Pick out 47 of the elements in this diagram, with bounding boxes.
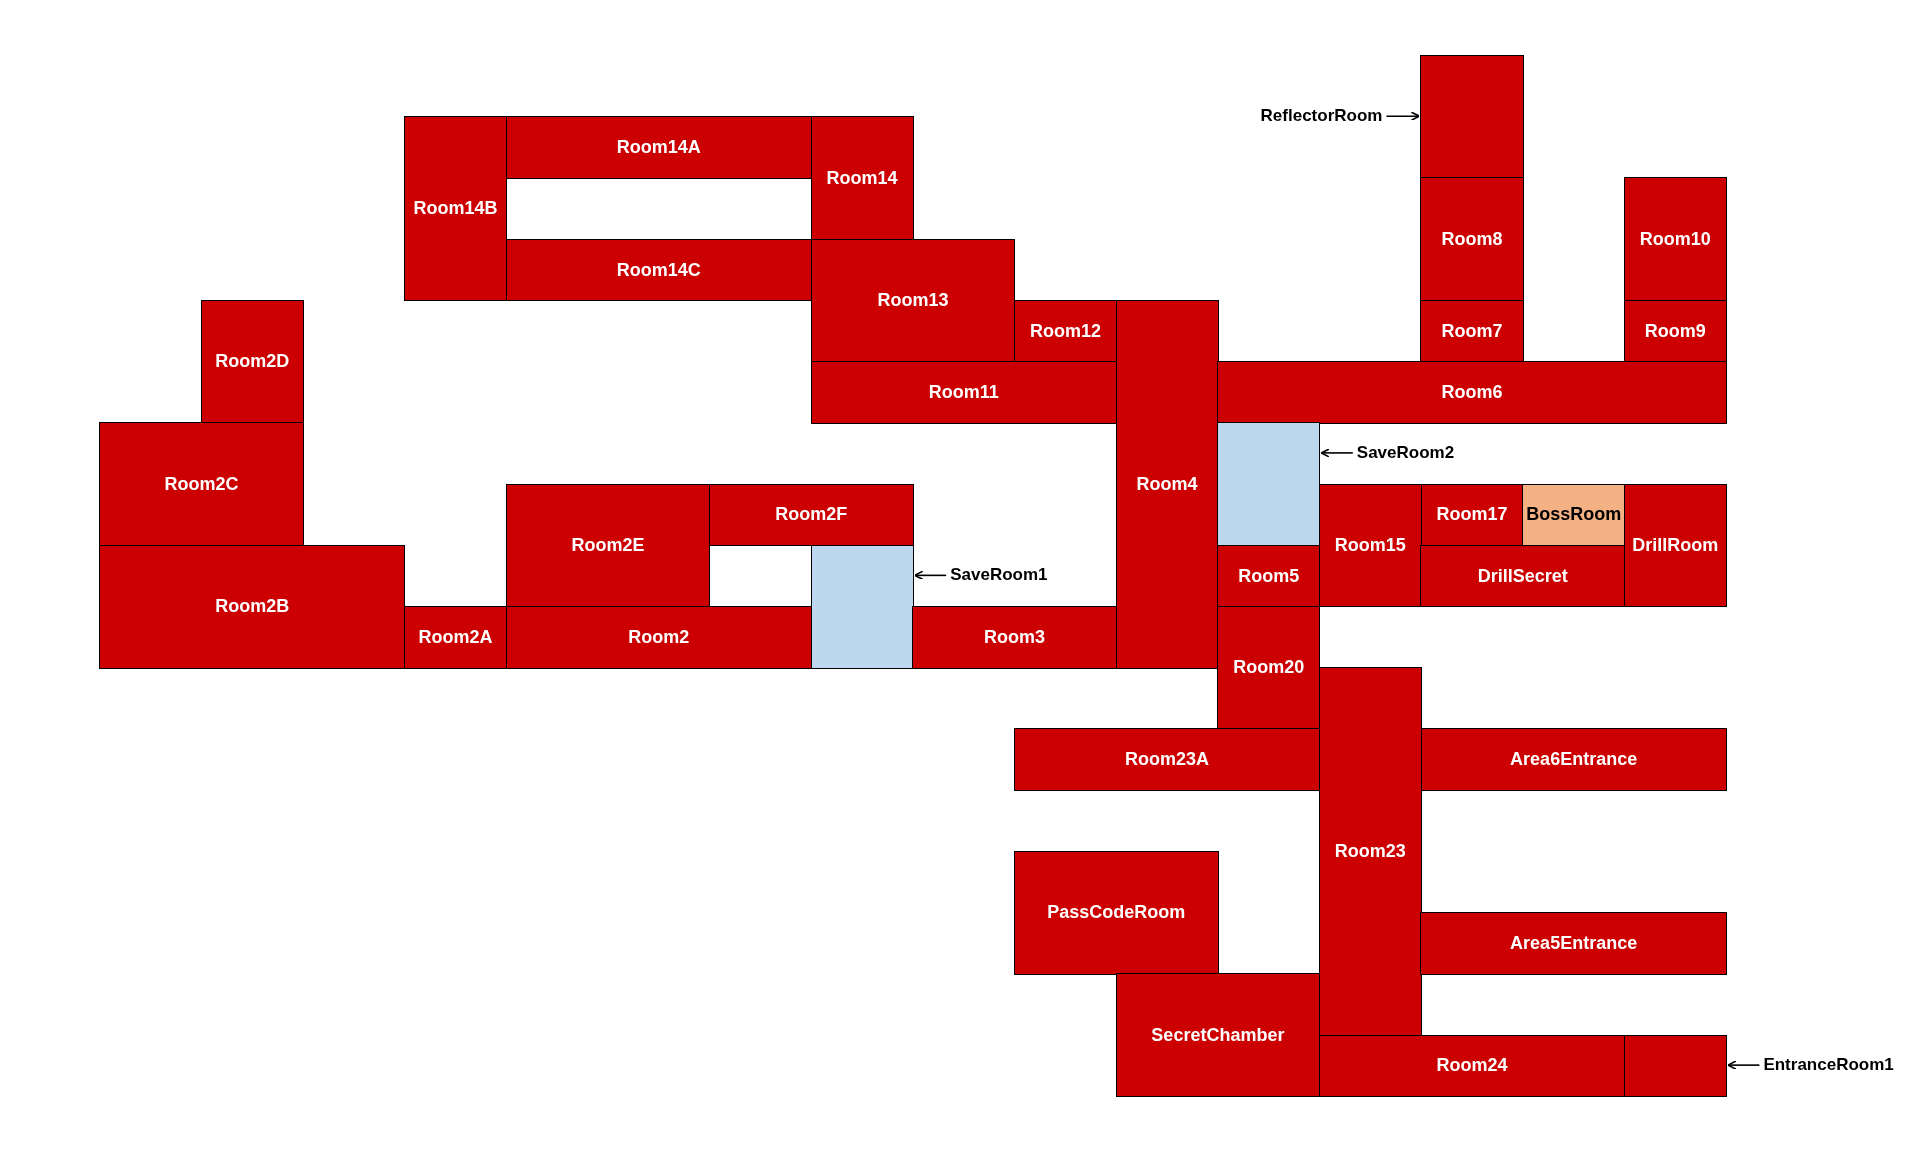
room-block: Area6Entrance	[1420, 728, 1727, 792]
room-block: Room5	[1217, 544, 1321, 608]
room-label: SaveRoom1	[950, 565, 1048, 586]
room-block: Room17	[1420, 483, 1524, 547]
room-block: Room14B	[403, 116, 508, 302]
room-block: Room2E	[505, 483, 711, 608]
room-block: SecretChamber	[1115, 973, 1321, 1098]
room-block: Room14A	[505, 116, 813, 179]
room-block: DrillRoom	[1623, 483, 1727, 608]
leader-arrow	[913, 570, 947, 581]
room-block: Room9	[1623, 299, 1727, 363]
room-block: Room10	[1623, 177, 1727, 302]
room-label: ReflectorRoom	[1260, 106, 1383, 127]
room-label: SaveRoom2	[1356, 442, 1455, 463]
room-block: Room14C	[505, 238, 813, 302]
room-block: Room6	[1217, 361, 1727, 424]
room-block: Room2B	[99, 544, 406, 669]
room-block: Room7	[1420, 299, 1524, 363]
room-block: Room23	[1318, 667, 1422, 1036]
room-block: Room20	[1217, 605, 1321, 730]
room-block: Room2D	[200, 299, 304, 424]
room-block: Room24	[1318, 1034, 1626, 1098]
room-block: Room3	[912, 605, 1117, 669]
room-block: PassCodeRoom	[1013, 850, 1219, 975]
room-block: Room14	[810, 116, 914, 241]
room-block: Room2F	[708, 483, 914, 547]
leader-arrow	[1727, 1060, 1761, 1070]
leader-arrow	[1320, 448, 1354, 458]
room-block	[810, 544, 914, 669]
room-block: Room12	[1013, 299, 1117, 363]
room-label: EntranceRoom1	[1763, 1055, 1894, 1076]
room-block: DrillSecret	[1420, 544, 1626, 608]
room-block: Room8	[1420, 177, 1524, 302]
room-block	[1420, 55, 1524, 179]
room-block: Area5Entrance	[1420, 912, 1727, 975]
room-block	[1623, 1034, 1727, 1098]
room-block	[1217, 422, 1321, 547]
room-block: Room2C	[99, 422, 304, 547]
room-block: Room2	[505, 605, 813, 669]
room-block: Room11	[810, 361, 1117, 424]
leader-arrow	[1385, 111, 1421, 121]
room-block: BossRoom	[1522, 483, 1626, 547]
room-block: Room4	[1115, 299, 1219, 669]
room-block: Room23A	[1013, 728, 1321, 792]
room-block: Room2A	[403, 605, 508, 669]
room-block: Room15	[1318, 483, 1422, 608]
room-block: Room13	[810, 238, 1016, 363]
